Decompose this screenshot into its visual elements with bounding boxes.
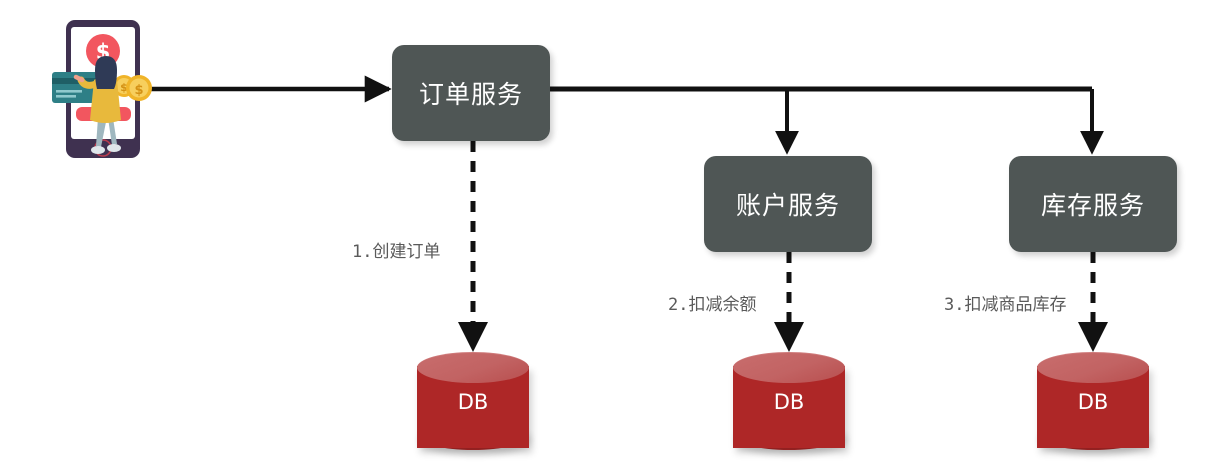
- cylinder-top: [417, 352, 529, 383]
- edge-label-step-1: 1.创建订单: [352, 242, 441, 262]
- service-label-account: 账户服务: [735, 191, 840, 220]
- database-label-account: DB: [773, 390, 805, 414]
- database-node-stock[interactable]: DB: [1037, 352, 1149, 460]
- service-node-order[interactable]: 订单服务: [392, 45, 550, 141]
- svg-text:$: $: [120, 81, 128, 94]
- service-label-stock: 库存服务: [1040, 191, 1145, 220]
- cylinder-top: [1037, 352, 1149, 383]
- user-payment-illustration: $ $ $: [52, 18, 156, 160]
- service-node-stock[interactable]: 库存服务: [1009, 156, 1177, 252]
- database-label-order: DB: [457, 390, 489, 414]
- service-label-order: 订单服务: [418, 80, 523, 109]
- cylinder-top: [733, 352, 845, 383]
- service-node-account[interactable]: 账户服务: [704, 156, 872, 252]
- svg-text:$: $: [134, 83, 143, 98]
- edge-label-step-2: 2.扣减余额: [668, 295, 757, 315]
- database-label-stock: DB: [1077, 390, 1109, 414]
- edge-label-step-3: 3.扣减商品库存: [944, 295, 1067, 315]
- database-node-account[interactable]: DB: [733, 352, 845, 460]
- database-node-order[interactable]: DB: [417, 352, 529, 460]
